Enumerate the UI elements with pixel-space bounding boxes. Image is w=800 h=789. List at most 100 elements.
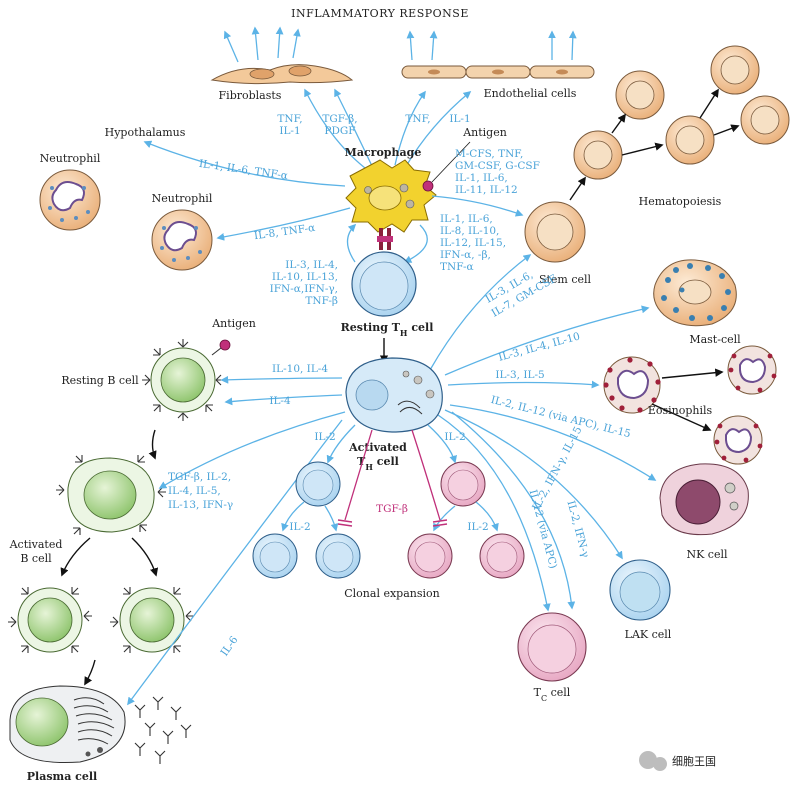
hematopoiesis-arrows <box>569 88 740 201</box>
cytokine-endo-2: IL-1 <box>449 113 470 125</box>
activated-b-label-1: Activated <box>9 538 63 551</box>
arrow-neutrophil <box>216 207 351 241</box>
arrow-th-restingb <box>220 375 343 384</box>
arrow-th-tc-2 <box>451 411 576 610</box>
arrow-mac-endo-2 <box>404 91 472 169</box>
cytokine-fib-4: PDGF <box>324 125 355 137</box>
cytokine-tgf: TGF-β <box>376 503 408 515</box>
diagram-title: INFLAMMATORY RESPONSE <box>291 7 469 20</box>
neutrophil-2-label: Neutrophil <box>152 192 213 205</box>
stem-cell <box>524 201 586 263</box>
resting-b-label: Resting B cell <box>61 374 139 387</box>
arrow-clone-b2 <box>324 505 339 532</box>
cytokine-il6: IL-6 <box>219 634 241 659</box>
clone-blue-2 <box>315 533 361 579</box>
eosinophils-label: Eosinophils <box>648 404 713 417</box>
activated-th-label-2: TH cell <box>357 455 399 472</box>
arrow-th-stem <box>429 254 532 371</box>
b-daughter-left <box>8 587 92 653</box>
cytokine-ab-1: TGF-β, IL-2, <box>168 471 231 483</box>
fibroblasts-cell <box>210 64 354 85</box>
arrow-b-to-plasma <box>84 659 96 686</box>
cytokine-endo-1: TNF, <box>405 113 430 125</box>
cytokine-fib-1: TNF, <box>277 113 302 125</box>
stem-cell-label: Stem cell <box>539 273 592 286</box>
watermark: 细胞王国 <box>639 751 716 771</box>
arrow-th-mast <box>444 305 650 376</box>
antigen-b-label: Antigen <box>211 317 256 330</box>
cytokine-stem-2: GM-CSF, G-CSF <box>455 160 540 172</box>
resting-th-label: Resting TH cell <box>341 321 434 338</box>
arrow-mac-endo-1 <box>394 90 426 166</box>
endothelial-response-arrows <box>406 30 577 61</box>
mast-cell <box>653 259 737 327</box>
eosinophil-cells <box>603 345 777 465</box>
activated-b-cell <box>56 455 166 535</box>
arrow-b-split-right <box>131 537 159 577</box>
arrow-clone-b1 <box>281 501 305 532</box>
neutrophil-1-label: Neutrophil <box>40 152 101 165</box>
cytokine-il2-b: IL-2 <box>444 431 465 443</box>
cytokine-mth-1: IL-1, IL-6, <box>440 213 493 225</box>
arrow-mac-fibro-2 <box>334 88 373 167</box>
macrophage-label: Macrophage <box>345 146 422 159</box>
neutrophil-2-cell <box>151 209 213 271</box>
cytokine-stem-1: M-CFS, TNF, <box>455 148 523 160</box>
clone-blue-parent <box>295 461 341 507</box>
arrow-hypothalamus <box>143 140 346 187</box>
hematopoiesis-cells <box>573 45 790 180</box>
lak-cell <box>609 559 671 621</box>
cytokine-mth-4: IFN-α, -β, <box>440 249 491 261</box>
activated-th-cell <box>345 357 443 433</box>
clone-pink-2 <box>479 533 525 579</box>
cytokine-ab-2: IL-4, IL-5, <box>168 485 221 497</box>
arrow-b-split-left <box>60 537 91 577</box>
cytokine-tc-2: IL-2, IFN-γ <box>565 499 592 559</box>
mhc-connector <box>377 228 393 250</box>
neutrophil-1-cell <box>39 169 101 231</box>
tgf-inhibit-left <box>344 429 373 521</box>
endothelial-label: Endothelial cells <box>484 87 577 100</box>
hematopoiesis-label: Hematopoiesis <box>639 195 722 208</box>
clone-pink-parent <box>440 461 486 507</box>
arrow-mac-th <box>403 224 428 263</box>
cytokine-hypothalamus: IL-1, IL-6, TNF-α <box>198 158 289 182</box>
arrow-th-mac <box>346 223 357 263</box>
cytokine-restingb: IL-10, IL-4 <box>272 363 328 375</box>
cytokine-fib-3: TGF-β, <box>322 113 357 125</box>
cytokine-il2-c: IL-2 <box>289 521 310 533</box>
antigen-top-label: Antigen <box>462 126 507 139</box>
arrow-clone-p1 <box>433 505 456 532</box>
plasma-cell-label: Plasma cell <box>27 770 97 783</box>
watermark-text: 细胞王国 <box>672 755 716 768</box>
mast-cell-label: Mast-cell <box>689 333 741 346</box>
clone-blue-1 <box>252 533 298 579</box>
arrow-clone-blue <box>326 424 356 464</box>
resting-b-cell <box>142 339 231 421</box>
lak-cell-label: LAK cell <box>625 628 672 641</box>
cytokine-thm-2: IL-10, IL-13, <box>272 271 338 283</box>
arrow-th-plasma <box>127 419 343 706</box>
arrow-mac-stem <box>431 195 524 217</box>
arrow-mac-fibro-1 <box>304 88 366 169</box>
nk-cell-label: NK cell <box>686 548 728 561</box>
antibodies <box>134 696 192 764</box>
arrow-th-restingb-2 <box>224 394 343 406</box>
plasma-cell <box>9 685 126 763</box>
arrow-th-eos <box>447 380 600 389</box>
cytokine-mast: IL-3, IL-4, IL-10 <box>497 330 581 363</box>
endothelial-cells <box>401 65 595 79</box>
cytokine-mth-2: IL-8, IL-10, <box>440 225 499 237</box>
activated-th-label-1: Activated <box>348 441 407 454</box>
resting-th-cell <box>351 251 417 317</box>
arrow-th-tc-1 <box>437 414 551 612</box>
inhibit-bars <box>337 519 448 527</box>
cytokine-eos: IL-3, IL-5 <box>495 369 544 381</box>
cytokine-il2-d: IL-2 <box>467 521 488 533</box>
antigen-top-pointer <box>431 141 471 183</box>
cytokine-restingb-2: IL-4 <box>269 395 291 407</box>
tc-cell <box>517 612 587 682</box>
cytokine-thm-1: IL-3, IL-4, <box>285 259 338 271</box>
arrow-b-activation <box>148 429 157 460</box>
